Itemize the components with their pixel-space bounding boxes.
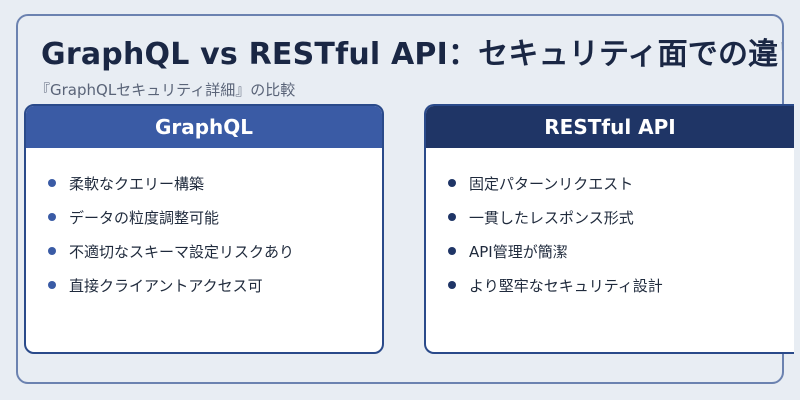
list-item-text: 柔軟なクエリー構築 [69, 174, 205, 193]
bullet-icon [48, 213, 56, 221]
list-item: より堅牢なセキュリティ設計 [448, 268, 794, 302]
restful-api-card: RESTful API 固定パターンリクエスト 一貫したレスポンス形式 API管… [424, 104, 794, 354]
diagram-frame: GraphQL vs RESTful API：セキュリティ面での違い 『Grap… [16, 14, 784, 384]
bullet-icon [48, 179, 56, 187]
list-item-text: より堅牢なセキュリティ設計 [469, 276, 663, 295]
list-item-text: 直接クライアントアクセス可 [69, 276, 263, 295]
list-item: 直接クライアントアクセス可 [48, 268, 382, 302]
bullet-icon [48, 281, 56, 289]
list-item: 一貫したレスポンス形式 [448, 200, 794, 234]
bullet-icon [48, 247, 56, 255]
list-item-text: データの粒度調整可能 [69, 208, 220, 227]
restful-api-feature-list: 固定パターンリクエスト 一貫したレスポンス形式 API管理が簡潔 より堅牢なセキ… [426, 148, 794, 302]
list-item: データの粒度調整可能 [48, 200, 382, 234]
bullet-icon [448, 281, 456, 289]
bullet-icon [448, 179, 456, 187]
list-item-text: 一貫したレスポンス形式 [469, 208, 634, 227]
list-item: 柔軟なクエリー構築 [48, 166, 382, 200]
list-item: API管理が簡潔 [448, 234, 794, 268]
bullet-icon [448, 247, 456, 255]
restful-api-card-header: RESTful API [426, 106, 794, 148]
list-item-text: 固定パターンリクエスト [469, 174, 634, 193]
list-item: 不適切なスキーマ設定リスクあり [48, 234, 382, 268]
graphql-card: GraphQL 柔軟なクエリー構築 データの粒度調整可能 不適切なスキーマ設定リ… [24, 104, 384, 354]
list-item: 固定パターンリクエスト [448, 166, 794, 200]
list-item-text: 不適切なスキーマ設定リスクあり [69, 242, 295, 261]
page-title: GraphQL vs RESTful API：セキュリティ面での違い [41, 37, 784, 72]
list-item-text: API管理が簡潔 [469, 242, 568, 261]
graphql-feature-list: 柔軟なクエリー構築 データの粒度調整可能 不適切なスキーマ設定リスクあり 直接ク… [26, 148, 382, 302]
page-subtitle: 『GraphQLセキュリティ詳細』の比較 [35, 81, 296, 99]
bullet-icon [448, 213, 456, 221]
graphql-card-header: GraphQL [26, 106, 382, 148]
